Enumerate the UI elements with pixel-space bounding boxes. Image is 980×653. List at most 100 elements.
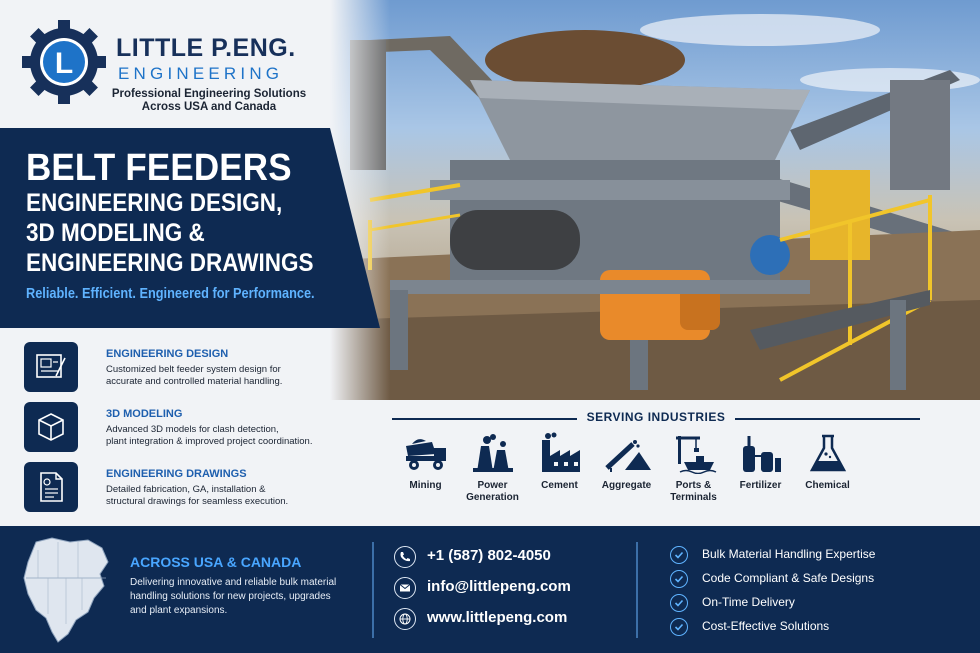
industry-label: Aggregate	[602, 480, 651, 492]
benefit-item: Cost-Effective Solutions	[670, 616, 960, 640]
industry-item: Mining	[392, 432, 459, 512]
cube-icon	[24, 402, 78, 452]
benefit-text: On-Time Delivery	[702, 595, 795, 609]
gear-logo-icon: L	[22, 20, 106, 104]
coverage-desc-line: handling solutions for new projects, upg…	[130, 591, 331, 602]
contact-info: +1 (587) 802-4050 info@littlepeng.com ww…	[394, 544, 624, 637]
footer: ACROSS USA & CANADA Delivering innovativ…	[0, 526, 980, 653]
drawing-document-icon	[24, 462, 78, 512]
footer-divider	[636, 542, 638, 638]
industry-label-line: Ports &	[675, 480, 712, 491]
tagline-line: Across USA and Canada	[141, 101, 277, 113]
service-description: Advanced 3D models for clash detection, …	[106, 424, 346, 448]
industry-item: Fertilizer	[727, 432, 794, 512]
footer-divider	[372, 542, 374, 638]
industry-label-line: Cement	[541, 480, 578, 491]
coverage-title: ACROSS USA & CANADA	[130, 554, 302, 570]
aggregate-conveyor-icon	[604, 440, 651, 472]
contact-email[interactable]: info@littlepeng.com	[394, 575, 624, 606]
belt-feeder-illustration	[330, 14, 980, 400]
phone-number[interactable]: +1 (587) 802-4050	[427, 547, 551, 564]
check-icon	[670, 570, 688, 588]
contact-website[interactable]: www.littlepeng.com	[394, 606, 624, 637]
industry-label: Cement	[541, 480, 578, 492]
email-address[interactable]: info@littlepeng.com	[427, 578, 571, 595]
page-title: BELT FEEDERS	[26, 147, 292, 189]
company-logo: L LITTLE P.ENG. ENGINEERING Professional…	[20, 18, 340, 128]
service-item: ENGINEERING DESIGN Customized belt feede…	[24, 340, 354, 400]
mining-truck-icon	[405, 439, 446, 470]
email-icon	[394, 577, 416, 599]
service-item: ENGINEERING DRAWINGS Detailed fabricatio…	[24, 460, 354, 520]
title-banner: BELT FEEDERS ENGINEERING DESIGN, 3D MODE…	[0, 128, 380, 328]
phone-icon	[394, 546, 416, 568]
industry-item: Chemical	[794, 432, 861, 512]
cement-factory-icon	[541, 432, 580, 472]
check-icon	[670, 546, 688, 564]
power-plant-icon	[472, 434, 513, 472]
banner-slogan: Reliable. Efficient. Engineered for Perf…	[26, 286, 315, 302]
banner-line: ENGINEERING DRAWINGS	[26, 249, 314, 277]
benefit-text: Cost-Effective Solutions	[702, 619, 830, 633]
benefit-item: Bulk Material Handling Expertise	[670, 544, 960, 568]
service-description: Customized belt feeder system design for…	[106, 364, 346, 388]
service-desc-line: Advanced 3D models for clash detection,	[106, 424, 279, 435]
chemical-flask-icon	[809, 434, 846, 472]
globe-icon	[394, 608, 416, 630]
benefit-text: Bulk Material Handling Expertise	[702, 547, 876, 561]
tagline-line: Professional Engineering Solutions	[111, 88, 307, 100]
industries-heading: SERVING INDUSTRIES	[392, 410, 920, 426]
industry-item: Aggregate	[593, 432, 660, 512]
benefits-list: Bulk Material Handling Expertise Code Co…	[670, 544, 960, 640]
service-desc-line: structural drawings for seamless executi…	[106, 496, 289, 507]
industries-heading-label: SERVING INDUSTRIES	[392, 410, 920, 424]
brand-tagline: Professional Engineering Solutions Acros…	[94, 88, 324, 114]
services-list: ENGINEERING DESIGN Customized belt feede…	[24, 340, 354, 520]
industry-label-line: Mining	[409, 480, 442, 491]
industries-heading-text: SERVING INDUSTRIES	[576, 410, 736, 424]
service-desc-line: plant integration & improved project coo…	[106, 436, 313, 447]
industry-label: Chemical	[805, 480, 849, 492]
benefit-item: On-Time Delivery	[670, 592, 960, 616]
service-title: ENGINEERING DRAWINGS	[106, 468, 247, 480]
industry-label-line: Power	[477, 480, 508, 491]
coverage-desc-line: and plant expansions.	[130, 605, 228, 616]
service-desc-line: accurate and controlled material handlin…	[106, 376, 283, 387]
industry-label-line: Chemical	[805, 480, 850, 491]
industry-label: Ports &Terminals	[670, 480, 717, 504]
check-icon	[670, 594, 688, 612]
brand-title: LITTLE P.ENG.	[116, 34, 296, 62]
logo-letter: L	[55, 47, 73, 80]
industry-label-line: Aggregate	[601, 480, 652, 491]
banner-line: 3D MODELING &	[26, 219, 205, 247]
industry-label-line: Generation	[466, 492, 519, 503]
port-crane-icon	[675, 436, 716, 474]
brand-subtitle: ENGINEERING	[118, 64, 284, 83]
hero-belt-feeder-photo	[330, 0, 980, 400]
website-link[interactable]: www.littlepeng.com	[427, 609, 568, 626]
service-description: Detailed fabrication, GA, installation &…	[106, 484, 346, 508]
north-america-map-icon	[23, 537, 109, 643]
industry-item: Cement	[526, 432, 593, 512]
service-title: 3D MODELING	[106, 408, 183, 420]
service-title: ENGINEERING DESIGN	[106, 348, 229, 360]
service-item: 3D MODELING Advanced 3D models for clash…	[24, 400, 354, 460]
coverage-description: Delivering innovative and reliable bulk …	[130, 576, 350, 618]
contact-phone[interactable]: +1 (587) 802-4050	[394, 544, 624, 575]
service-desc-line: Customized belt feeder system design for	[106, 364, 281, 375]
industry-label: Mining	[409, 480, 441, 492]
benefit-text: Code Compliant & Safe Designs	[702, 571, 875, 585]
service-desc-line: Detailed fabrication, GA, installation &	[106, 484, 266, 495]
check-icon	[670, 618, 688, 636]
industry-label-line: Fertilizer	[739, 480, 782, 491]
industry-item: Ports &Terminals	[660, 432, 727, 512]
title-banner-background	[0, 128, 380, 328]
industry-label-line: Terminals	[670, 492, 717, 503]
banner-line: ENGINEERING DESIGN,	[26, 189, 283, 217]
industry-label: Fertilizer	[740, 480, 782, 492]
coverage-desc-line: Delivering innovative and reliable bulk …	[130, 577, 337, 588]
fertilizer-tanks-icon	[742, 436, 781, 472]
